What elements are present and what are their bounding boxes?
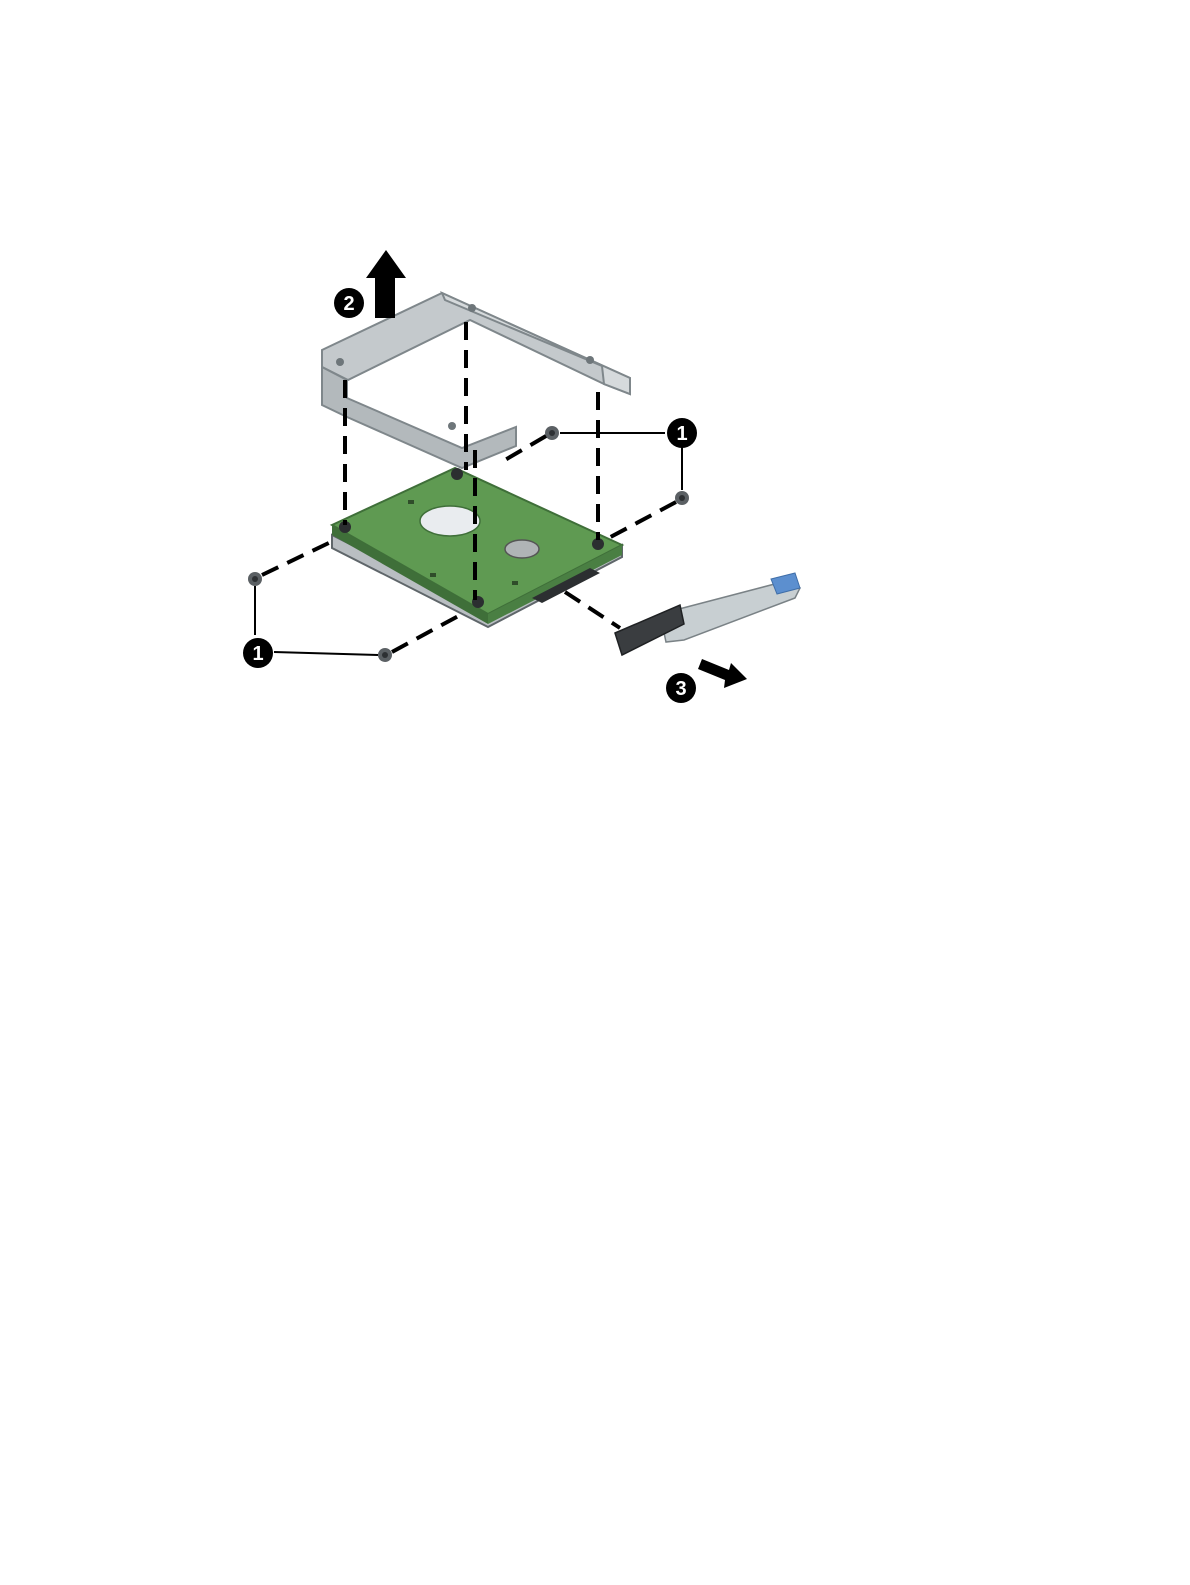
screw bbox=[675, 491, 689, 505]
spindle-hole bbox=[420, 506, 480, 536]
svg-text:2: 2 bbox=[343, 293, 354, 315]
pcb-component bbox=[512, 581, 518, 585]
hard-drive-connector-cable bbox=[615, 573, 800, 655]
guide-line bbox=[565, 592, 620, 628]
svg-text:3: 3 bbox=[675, 678, 686, 700]
pull-arrow-icon bbox=[698, 659, 747, 688]
drive-mount-hole bbox=[451, 468, 463, 480]
guide-line bbox=[605, 502, 676, 540]
pcb-component bbox=[408, 500, 414, 504]
lift-arrow-icon bbox=[366, 250, 406, 318]
bracket-hole bbox=[336, 358, 344, 366]
screw bbox=[378, 648, 392, 662]
guide-line bbox=[392, 614, 462, 652]
connector-block bbox=[615, 605, 684, 655]
guide-line bbox=[262, 540, 335, 575]
svg-text:1: 1 bbox=[252, 643, 263, 665]
svg-text:1: 1 bbox=[676, 423, 687, 445]
bracket-hole bbox=[448, 422, 456, 430]
callout-badge-connector: 3 bbox=[666, 673, 696, 703]
bracket-hole bbox=[468, 304, 476, 312]
callout-badge-screws-left: 1 bbox=[243, 638, 273, 668]
screw bbox=[545, 426, 559, 440]
leader-line bbox=[274, 652, 378, 655]
callout-badge-bracket: 2 bbox=[334, 288, 364, 318]
bracket-hole bbox=[586, 356, 594, 364]
callout-badge-screws-right: 1 bbox=[667, 418, 697, 448]
motor-chip bbox=[505, 540, 539, 558]
pcb-component bbox=[430, 573, 436, 577]
screw bbox=[248, 572, 262, 586]
hard-drive-bracket bbox=[322, 293, 630, 468]
